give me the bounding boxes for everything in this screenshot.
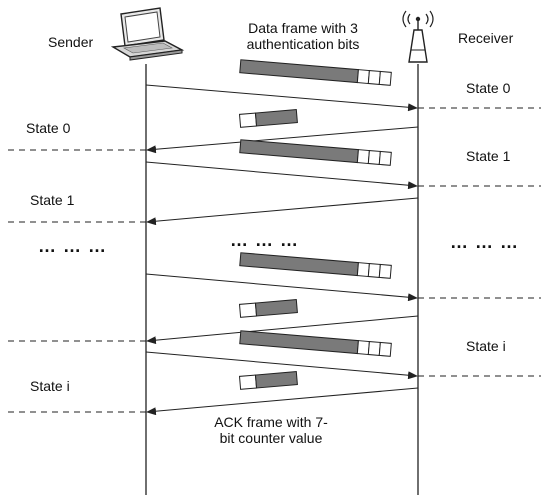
- data-frame-annotation-line2: authentication bits: [246, 36, 360, 53]
- data-frame-arrow: [145, 273, 418, 302]
- ack-counter-cell: [254, 371, 298, 389]
- frame-payload: [239, 59, 359, 84]
- data-frame-arrow: [145, 161, 418, 190]
- data-frame: [239, 252, 392, 279]
- ack-frame-arrow: [146, 387, 419, 416]
- ack-header-cell: [238, 374, 258, 390]
- data-frame-arrow: [145, 84, 418, 112]
- auth-bit-cell: [378, 263, 392, 279]
- ack-header-cell: [238, 112, 258, 128]
- frame-payload: [239, 330, 359, 355]
- auth-bit-cell: [367, 70, 381, 85]
- receiver-state-0: State 0: [466, 80, 511, 96]
- ellipsis-left: … … …: [38, 236, 108, 256]
- data-frame: [239, 139, 392, 166]
- ack-header-cell: [238, 302, 258, 318]
- sender-state-0: State 0: [26, 120, 71, 136]
- ack-frame-annotation-line2: bit counter value: [219, 430, 323, 447]
- ack-counter-cell: [254, 109, 298, 127]
- receiver-state-i: State i: [466, 338, 506, 354]
- ack-frame-annotation: ACK frame with 7- bit counter value: [206, 414, 336, 446]
- ack-frame-arrow: [146, 126, 419, 154]
- state-boundaries: [8, 107, 541, 413]
- ack-frame: [238, 299, 298, 318]
- receiver-state-1: State 1: [466, 148, 511, 164]
- auth-bit-cell: [367, 341, 381, 356]
- auth-bit-cell: [367, 263, 381, 278]
- laptop-icon: [110, 7, 185, 61]
- ellipsis-right: … … …: [450, 232, 520, 252]
- sender-state-i: State i: [30, 378, 70, 394]
- data-frame-annotation-line1: Data frame with 3: [248, 20, 358, 36]
- ack-frame-annotation-line1: ACK frame with 7-: [214, 414, 328, 430]
- sender-state-1: State 1: [30, 192, 75, 208]
- auth-bit-cell: [378, 341, 392, 357]
- auth-bit-cell: [356, 69, 370, 85]
- auth-bit-cell: [378, 70, 392, 86]
- data-frame: [239, 59, 392, 86]
- frame-payload: [239, 252, 359, 277]
- frame-payload: [239, 139, 359, 164]
- data-frame-annotation: Data frame with 3 authentication bits: [228, 20, 378, 52]
- auth-bit-cell: [367, 150, 381, 165]
- sender-label: Sender: [48, 34, 94, 50]
- ellipsis-middle: … … …: [230, 230, 300, 250]
- ack-frame: [238, 371, 298, 390]
- auth-bit-cell: [378, 150, 392, 166]
- receiver-label: Receiver: [458, 30, 514, 46]
- auth-bit-cell: [356, 340, 370, 356]
- ack-frame-arrow: [146, 197, 419, 226]
- data-frame: [239, 330, 392, 357]
- auth-bit-cell: [356, 262, 370, 278]
- ack-frame: [238, 109, 298, 128]
- ack-frame-arrow: [146, 315, 419, 345]
- ack-counter-cell: [254, 299, 298, 317]
- access-point-icon: [402, 10, 434, 63]
- auth-bit-cell: [356, 149, 370, 165]
- data-frame-arrow: [145, 351, 418, 380]
